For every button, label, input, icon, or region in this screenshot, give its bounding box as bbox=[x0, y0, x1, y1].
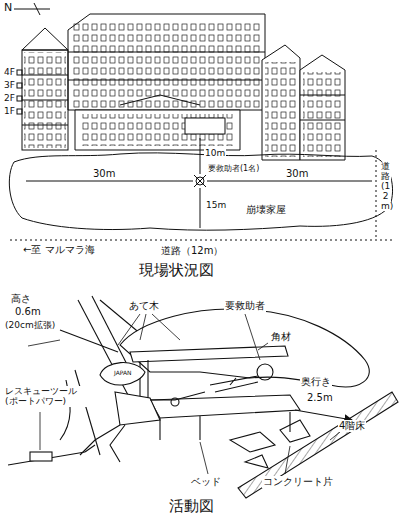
north-arrow bbox=[14, 9, 50, 10]
road-label: 道路（12m） bbox=[160, 245, 224, 257]
dimension-label: 30m bbox=[285, 168, 309, 180]
floor-slab bbox=[238, 392, 398, 498]
dimension-label: 0.6m bbox=[14, 306, 42, 318]
north-arrow-tick bbox=[34, 3, 40, 15]
rescuer bbox=[80, 363, 205, 462]
concrete-pieces bbox=[230, 420, 310, 468]
dimension-lines bbox=[26, 138, 372, 228]
dimension-label: 30m bbox=[92, 168, 116, 180]
floor-label: 2F bbox=[3, 93, 16, 103]
bed bbox=[150, 395, 300, 440]
callout-label: あて木 bbox=[128, 300, 160, 312]
callout-label: コンクリート片 bbox=[262, 476, 334, 488]
dimension-label: (20cm拡張) bbox=[4, 320, 56, 330]
collapsed-area-outline bbox=[9, 153, 392, 230]
callout-label: 4階床 bbox=[338, 420, 366, 432]
floor-label: 1F bbox=[3, 106, 16, 116]
road-edge bbox=[376, 150, 377, 238]
dimension-label: 2.5m bbox=[306, 392, 334, 404]
area-label: 崩壊家屋 bbox=[245, 204, 287, 216]
callout-label: レスキューツール (ポートパワー) bbox=[4, 386, 90, 407]
callout-label: 角材 bbox=[270, 331, 292, 343]
callout-label: ベッド bbox=[190, 476, 222, 488]
callout-label: 要救助者 bbox=[224, 300, 266, 312]
victim-location: 要救助者(1名) bbox=[207, 164, 260, 173]
figure-title: 活動図 bbox=[168, 498, 215, 515]
trapped-person bbox=[210, 364, 273, 392]
right-building bbox=[262, 45, 345, 160]
north-mark: N bbox=[3, 2, 13, 15]
helmet-text: JAPAN bbox=[113, 370, 133, 377]
figure-title: 現場状況図 bbox=[138, 262, 215, 279]
floor-label: 4F bbox=[3, 67, 16, 77]
dimension-label: 奥行き bbox=[300, 376, 332, 388]
floor-label: 3F bbox=[3, 80, 16, 90]
debris-mass bbox=[120, 309, 369, 387]
middle-building bbox=[68, 14, 265, 150]
dimension-label: 15m bbox=[205, 200, 227, 210]
depth-arrow bbox=[295, 410, 352, 420]
square-timber bbox=[130, 346, 288, 362]
dimension-label: 10m bbox=[204, 148, 226, 158]
direction-label: ←至 マルマラ海 bbox=[22, 244, 96, 256]
left-building bbox=[17, 28, 68, 150]
dimension-label: 高さ bbox=[10, 293, 32, 305]
road-edge bbox=[10, 240, 392, 241]
road-label: 道路(12m) bbox=[380, 162, 391, 211]
